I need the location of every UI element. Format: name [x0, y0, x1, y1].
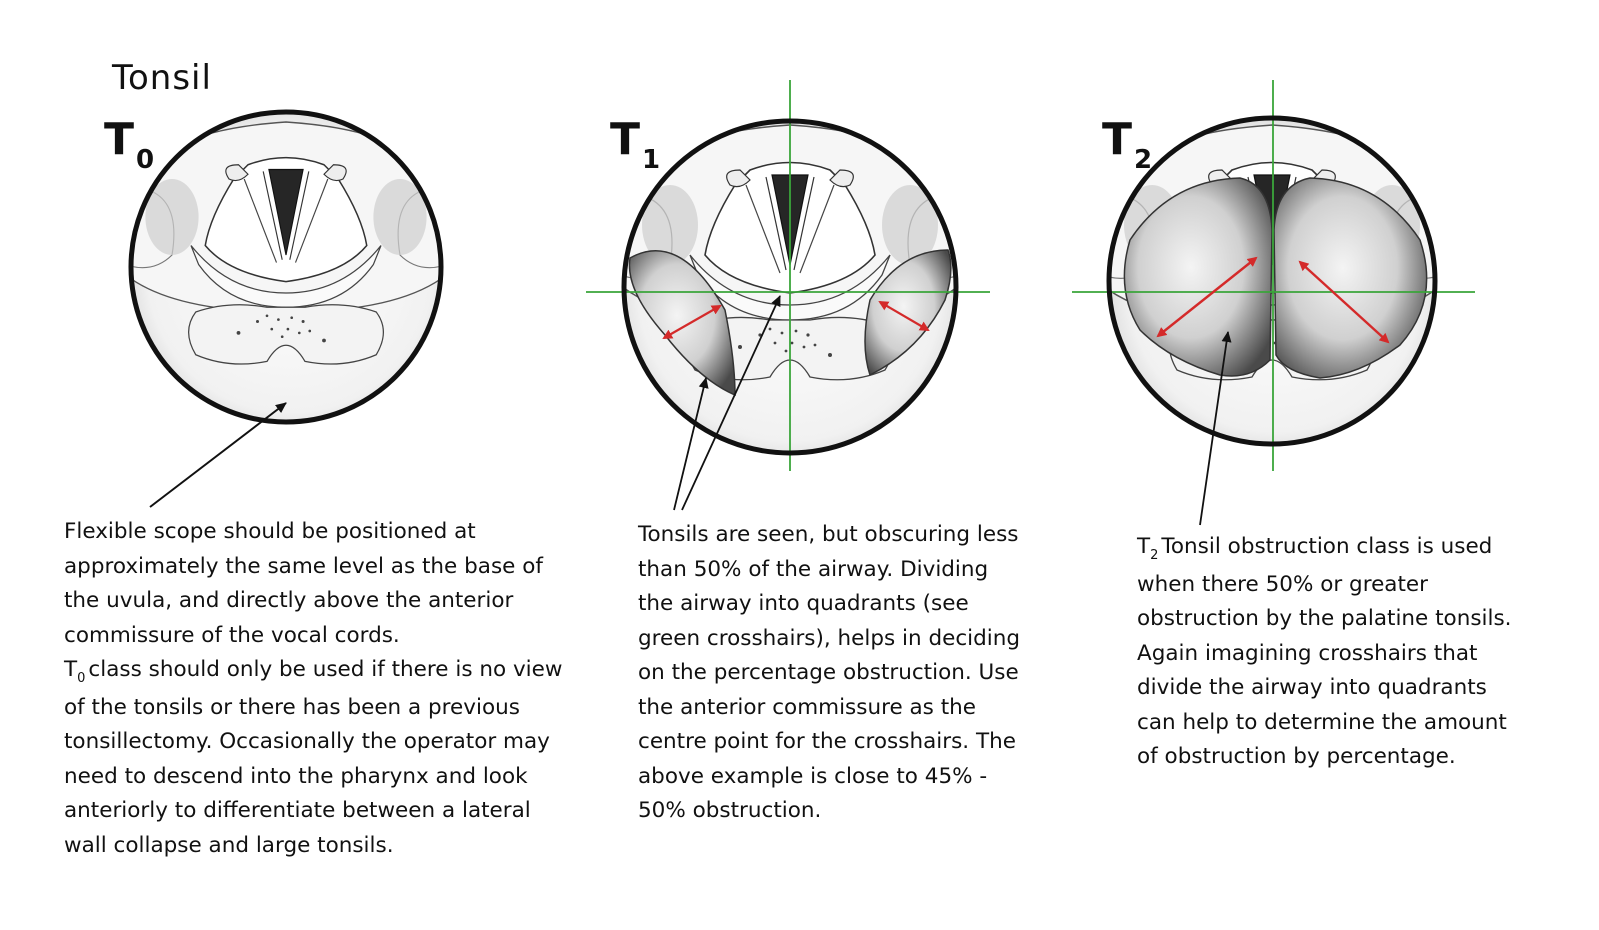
class-subscript: 0 [136, 145, 155, 175]
t0-description: Flexible scope should be positioned at a… [64, 515, 574, 863]
class-label-t2: T2 [1102, 118, 1152, 174]
class-letter: T [610, 114, 641, 165]
class-subscript: 1 [642, 145, 661, 175]
right-tonsil-measure-arrow [878, 300, 930, 332]
inline-class-subscript: 0 [77, 671, 86, 686]
inline-class-subscript: 2 [1150, 548, 1159, 563]
t1-description: Tonsils are seen, but obscuring less tha… [638, 518, 1028, 829]
t1-airway-illustration [586, 80, 990, 471]
t2-description-text: Tonsil obstruction class is used when th… [1137, 534, 1512, 769]
t1-description-paragraph-1: Tonsils are seen, but obscuring less tha… [638, 522, 1021, 823]
scope-view-circle [128, 109, 444, 425]
t1-commissure-pointer-arrow [681, 295, 781, 511]
right-tonsil-measure-arrow [1298, 260, 1390, 344]
left-tonsil-measure-arrow [1156, 256, 1258, 338]
class-label-t0: T0 [104, 118, 154, 174]
t0-description-text: class should only be used if there is no… [64, 657, 563, 858]
class-letter: T [104, 114, 135, 165]
t2-airway-illustration [1072, 80, 1475, 471]
t0-pointer-arrow [149, 402, 287, 508]
scope-view-circle [1106, 115, 1438, 447]
inline-class-letter: T [64, 657, 78, 682]
t1-tonsil-pointer-arrow [673, 377, 709, 511]
scope-view-circle [621, 118, 959, 456]
figure-title: Tonsil [112, 58, 212, 98]
t0-airway-illustration [128, 109, 444, 425]
t0-description-paragraph-1: Flexible scope should be positioned at a… [64, 519, 543, 648]
left-tonsil-measure-arrow [662, 305, 722, 339]
class-label-t1: T1 [610, 118, 660, 174]
inline-class-letter: T [1137, 534, 1151, 559]
class-subscript: 2 [1134, 145, 1153, 175]
class-letter: T [1102, 114, 1133, 165]
t2-pointer-arrow [1199, 331, 1232, 526]
